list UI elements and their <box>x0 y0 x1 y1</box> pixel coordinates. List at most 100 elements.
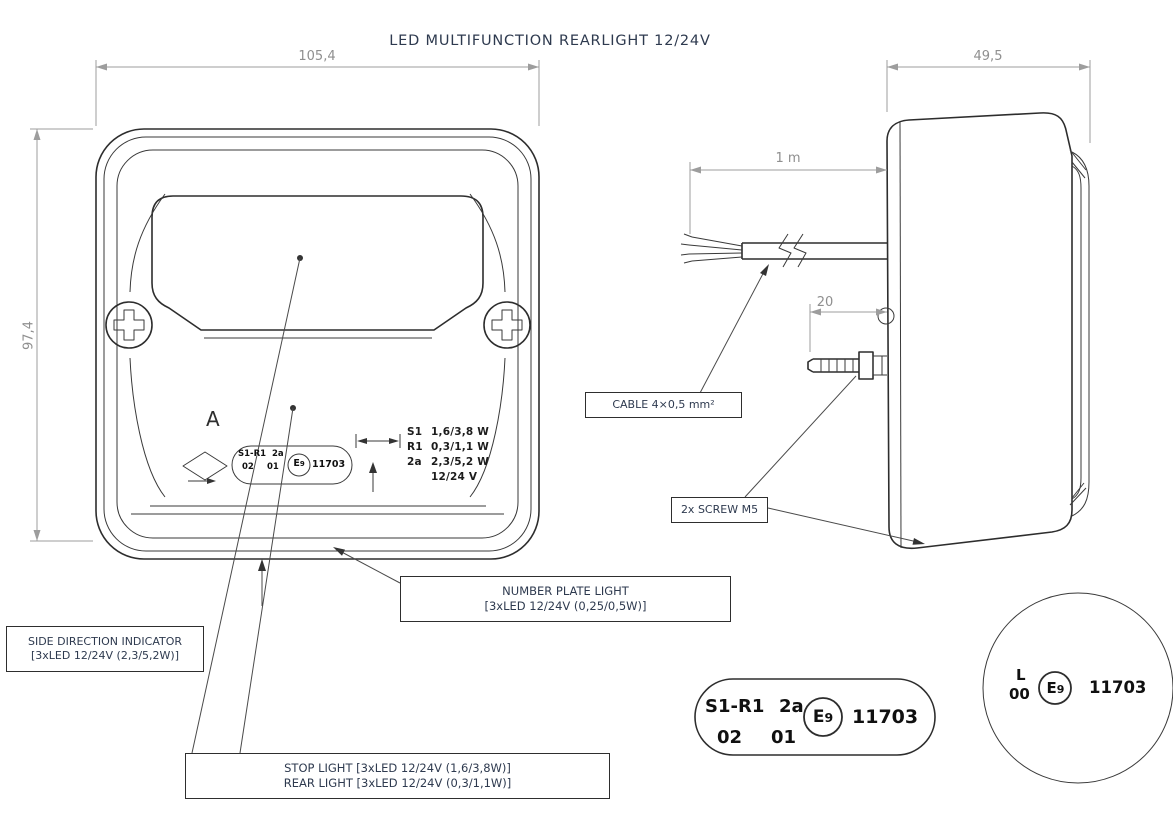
screw-callout-label: 2x SCREW M5 <box>680 502 759 516</box>
leader-arrowhead-icon <box>760 264 769 276</box>
approval-oval-small <box>231 445 353 485</box>
leader-lines <box>191 255 925 754</box>
cable-wires <box>688 236 743 262</box>
e-mark-digit: 9 <box>1056 683 1065 696</box>
housing-contour <box>469 357 506 498</box>
lens-profile-outer <box>1071 151 1090 517</box>
arrowhead-icon <box>369 462 377 473</box>
approval-mode-large: 2a <box>779 696 804 717</box>
screw-callout: 2x SCREW M5 <box>671 497 768 523</box>
rating-row: 2a 2,3/5,2 W <box>407 456 489 468</box>
dimension-screw-protrusion: 20 <box>816 295 834 310</box>
marking-detail-drawing <box>694 592 1173 784</box>
rear-light-line: REAR LIGHT [3xLED 12/24V (0,3/1,1W)] <box>283 776 512 790</box>
rating-code: R1 <box>407 441 423 453</box>
screw-boss-icon <box>877 307 895 325</box>
approval-number-small: 11703 <box>312 459 346 470</box>
cable-callout: CABLE 4×0,5 mm² <box>585 392 742 418</box>
detail-code: 00 <box>1009 685 1030 703</box>
front-width-dimension <box>95 60 540 126</box>
housing-contour <box>129 357 166 498</box>
page-title: LED MULTIFUNCTION REARLIGHT 12/24V <box>389 33 711 49</box>
rating-code: 2a <box>407 456 422 468</box>
approval-version-b-small: 01 <box>267 462 279 472</box>
e-mark-digit: 9 <box>824 710 834 725</box>
approval-version-a-small: 02 <box>242 462 254 472</box>
detail-letter-l: L <box>1016 666 1026 684</box>
e-mark-letter: E <box>812 707 825 727</box>
dim-arrowhead-icon <box>810 308 821 316</box>
screw-protrusion-dimension <box>809 304 887 352</box>
side-indicator-line2: [3xLED 12/24V (2,3/5,2W)] <box>30 649 179 662</box>
main-lens-window <box>151 195 484 331</box>
leader-arrowhead-icon <box>912 538 925 545</box>
dimension-front-height: 97,4 <box>21 321 37 350</box>
dim-arrowhead-icon <box>876 308 887 316</box>
dim-arrowhead-icon <box>528 63 539 71</box>
arrowhead-icon <box>389 438 399 444</box>
dim-arrowhead-icon <box>33 530 41 541</box>
dim-arrowhead-icon <box>876 166 887 174</box>
cable-break-mark <box>793 233 807 268</box>
screw-body-leader <box>767 507 923 544</box>
dimension-front-width: 105,4 <box>298 49 336 64</box>
leader-arrowhead-icon <box>258 559 266 571</box>
dim-arrowhead-icon <box>33 129 41 140</box>
cable-callout-label: CABLE 4×0,5 mm² <box>612 397 715 411</box>
cable-wire-ends <box>680 233 693 264</box>
e-mark-circle-detail <box>1038 671 1072 705</box>
approval-type-small: S1-R1 <box>238 449 267 459</box>
approval-mode-small: 2a <box>272 449 284 459</box>
dim-arrowhead-icon <box>887 63 898 71</box>
screw-flange-lines <box>882 355 887 376</box>
number-plate-callout: NUMBER PLATE LIGHT [3xLED 12/24V (0,25/0… <box>400 576 731 622</box>
rear-light-leader <box>239 407 294 754</box>
stop-rear-callout: STOP LIGHT [3xLED 12/24V (1,6/3,8W)] REA… <box>185 753 610 799</box>
approval-version-a-large: 02 <box>717 727 743 748</box>
rating-code: S1 <box>407 426 423 438</box>
e-mark-circle-large <box>803 697 843 737</box>
number-plate-leader <box>335 548 401 584</box>
rating-value: 0,3/1,1 W <box>431 441 490 453</box>
screw-right-cross-icon <box>491 309 523 341</box>
approval-version-b-large: 01 <box>771 727 797 748</box>
rating-value: 2,3/5,2 W <box>431 456 490 468</box>
lamp-outer-outline <box>95 128 540 560</box>
dimension-lines <box>30 60 1091 542</box>
dimension-side-depth: 49,5 <box>973 49 1003 64</box>
cable-break-mark <box>778 233 792 268</box>
screw-head <box>858 351 874 380</box>
housing-contour <box>129 193 166 293</box>
number-plate-line1: NUMBER PLATE LIGHT <box>502 584 629 599</box>
side-view-drawing <box>680 112 1090 550</box>
mounting-plate-line <box>899 121 902 549</box>
side-indicator-callout: SIDE DIRECTION INDICATOR [3xLED 12/24V (… <box>6 626 204 672</box>
dim-arrowhead-icon <box>1079 63 1090 71</box>
e-mark-circle-small <box>287 453 311 477</box>
lens-profile-inner <box>1071 165 1082 500</box>
rating-voltage: 12/24 V <box>431 471 478 483</box>
lamp-rim-outline <box>103 136 532 552</box>
screw-left-icon <box>105 301 153 349</box>
front-height-dimension <box>30 128 93 542</box>
side-depth-dimension <box>886 60 1091 143</box>
screw-washer <box>872 355 883 376</box>
leader-arrowhead-icon <box>333 547 345 556</box>
screw-right-icon <box>483 301 531 349</box>
dim-arrowhead-icon <box>96 63 107 71</box>
cable-outline <box>741 242 887 260</box>
e-mark-digit: 9 <box>299 460 305 468</box>
e-mark-letter: E <box>293 458 300 469</box>
cable-leader <box>699 267 767 394</box>
lens-hatching <box>1069 149 1087 506</box>
front-view-drawing <box>95 128 540 560</box>
detail-circle <box>982 592 1173 784</box>
stop-light-leader <box>191 257 301 754</box>
approval-number-large: 11703 <box>852 706 919 728</box>
